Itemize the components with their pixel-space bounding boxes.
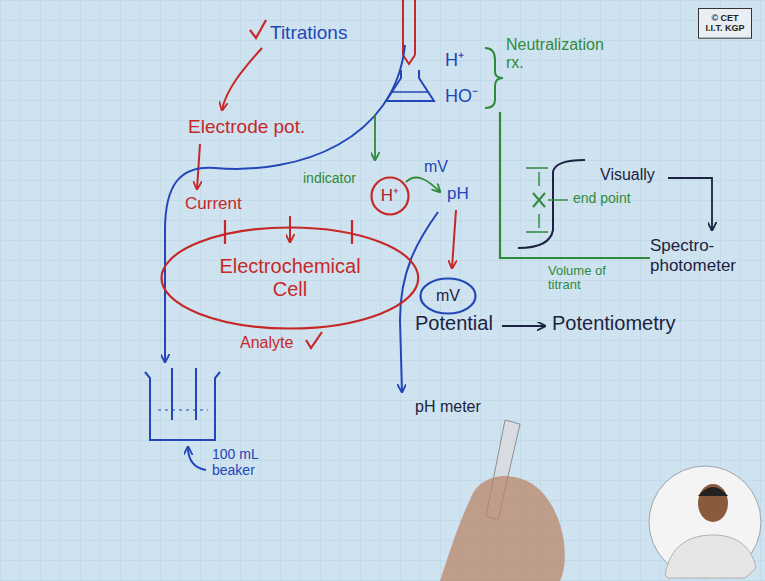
- end-point-cross: [533, 193, 545, 207]
- term-label: Potentiometry: [552, 312, 675, 335]
- pointer-arrow: [668, 178, 712, 230]
- pointer-arrow: [406, 177, 440, 192]
- method-note: indicator: [303, 170, 356, 186]
- cell-ellipse: Electrochemical Cell: [160, 226, 420, 330]
- unit-label: mV: [424, 158, 448, 176]
- electrode-arrow: [289, 216, 291, 242]
- burette: [403, 0, 415, 64]
- pointer-arrow: [452, 210, 456, 268]
- term-label: Potential: [415, 312, 493, 335]
- outline-ellipse: [421, 279, 476, 314]
- ion-label: HO⁻: [445, 86, 478, 107]
- check-mark: [250, 20, 266, 38]
- outline-ellipse: [372, 178, 409, 215]
- watermark-box: © CET I.I.T. KGP: [698, 8, 752, 39]
- leader-curve: [400, 212, 438, 392]
- flask-liquid: [392, 91, 428, 93]
- end-point-mark: [526, 168, 548, 232]
- topic-note: Current: [185, 194, 242, 214]
- leader-arrow: [188, 447, 206, 470]
- presenter-hand: [440, 476, 565, 581]
- reaction-note: Neutralization rx.: [506, 36, 624, 73]
- outline-ellipse: [162, 228, 419, 329]
- ion-label: H⁺: [445, 50, 464, 71]
- check-mark: [306, 332, 322, 348]
- topic-note: Electrode pot.: [188, 116, 305, 138]
- instrument-label: Spectro- photometer: [650, 236, 752, 275]
- beaker: [145, 372, 220, 440]
- conical-flask: [386, 70, 434, 101]
- vessel-label: 100 mL beaker: [212, 446, 268, 478]
- graph-annotation: end point: [573, 190, 631, 206]
- node-text: H⁺: [381, 186, 399, 206]
- cell-note: Analyte: [240, 334, 293, 352]
- graph-axes: [500, 112, 650, 258]
- node-text: mV: [436, 287, 460, 305]
- indicator-arrow: [374, 114, 376, 160]
- video-inset: [649, 466, 761, 578]
- method-note: Visually: [600, 166, 655, 184]
- node-text: Electrochemical Cell: [203, 255, 378, 301]
- leader-line: [548, 199, 568, 200]
- electrode-pair: [172, 368, 196, 420]
- node-text: © CET I.I.T. KGP: [703, 13, 747, 34]
- relation-arrow: [502, 325, 545, 327]
- axis-label: Volume of titrant: [548, 264, 606, 293]
- unit-circle: mV: [419, 277, 477, 315]
- presenter-head: [698, 484, 728, 522]
- electrode: [225, 220, 352, 244]
- end-point-mark: [538, 172, 539, 228]
- solution-level: [158, 410, 208, 411]
- pointer-arrow: [197, 144, 200, 189]
- curly-brace: [485, 48, 503, 108]
- topic-heading: Titrations: [270, 22, 347, 44]
- pointer-arrow: [222, 48, 262, 110]
- ion-circle: H⁺: [370, 176, 410, 216]
- quantity-label: pH: [447, 184, 469, 204]
- presenter-hair: [698, 487, 728, 496]
- outline-rect: [699, 9, 752, 39]
- instrument-label: pH meter: [415, 398, 481, 416]
- presenter-body: [665, 535, 756, 578]
